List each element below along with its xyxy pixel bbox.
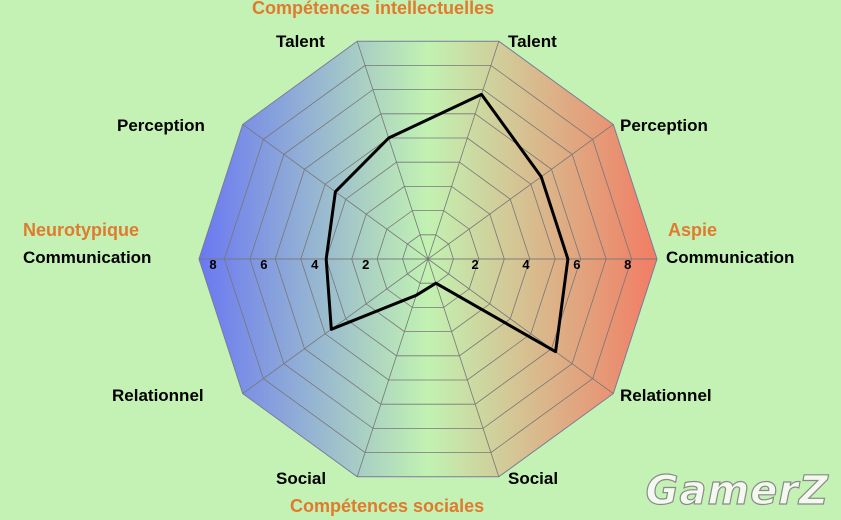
radar-tick-labels: 8 6 4 2 2 4 6 8 bbox=[209, 257, 631, 272]
group-label-right: Aspie bbox=[668, 220, 718, 240]
tick-label: 4 bbox=[522, 257, 530, 272]
axis-label-left-communication: Communication bbox=[23, 248, 152, 267]
tick-label: 4 bbox=[311, 257, 319, 272]
series-line bbox=[324, 92, 570, 354]
axis-label-left-talent: Talent bbox=[276, 32, 325, 51]
axis-label-right-social: Social bbox=[508, 469, 559, 488]
axis-label-right-communication: Communication bbox=[666, 248, 795, 267]
axis-label-right-relationnel: Relationnel bbox=[620, 386, 712, 405]
radar-spokes bbox=[199, 41, 657, 477]
group-label-left: Neurotypique bbox=[23, 220, 140, 240]
group-label-top: Compétences intellectuelles bbox=[252, 0, 495, 18]
group-label-bottom: Compétences sociales bbox=[290, 496, 485, 516]
axis-label-right-perception: Perception bbox=[620, 116, 708, 135]
tick-label: 2 bbox=[471, 257, 478, 272]
tick-label: 8 bbox=[209, 257, 216, 272]
grid-spoke bbox=[427, 124, 614, 260]
grid-spoke bbox=[356, 41, 429, 260]
axis-label-left-relationnel: Relationnel bbox=[112, 386, 204, 405]
grid-spoke bbox=[427, 258, 614, 394]
axis-label-right-talent: Talent bbox=[508, 32, 557, 51]
tick-label: 6 bbox=[260, 257, 267, 272]
tick-label: 6 bbox=[573, 257, 580, 272]
tick-label: 8 bbox=[624, 257, 631, 272]
tick-label: 2 bbox=[362, 257, 369, 272]
axis-label-left-social: Social bbox=[276, 469, 327, 488]
grid-spoke bbox=[427, 258, 500, 477]
axis-label-left-perception: Perception bbox=[117, 116, 205, 135]
watermark-logo: GamerZ bbox=[645, 467, 829, 514]
grid-spoke bbox=[427, 41, 500, 260]
